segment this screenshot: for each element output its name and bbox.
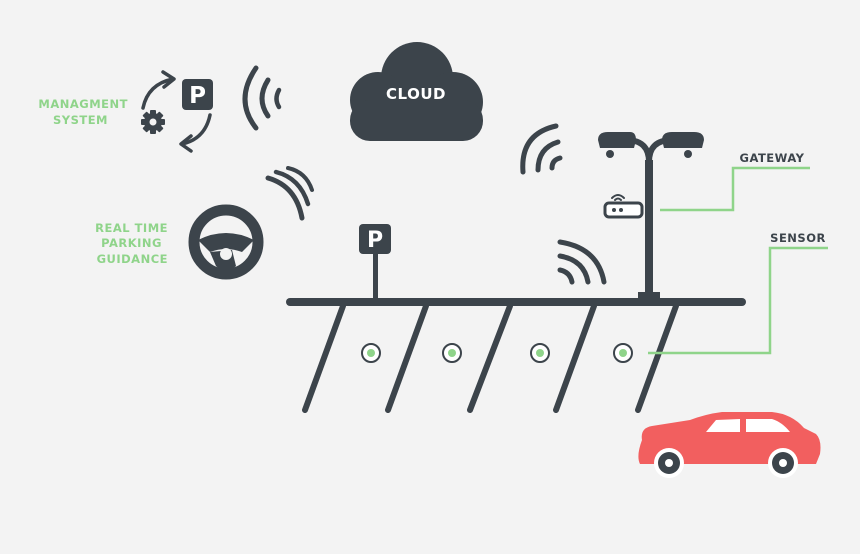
parking-sensor-icon xyxy=(442,343,462,363)
steering-wheel-icon xyxy=(188,204,264,280)
sensor-callout: SENSOR xyxy=(648,231,828,355)
wifi-signal-icon xyxy=(520,123,563,175)
guidance-label-line2: PARKING xyxy=(101,236,162,250)
gateway-callout: GATEWAY xyxy=(660,151,810,212)
parking-space-lines xyxy=(302,303,679,413)
management-system: MANAGMENT SYSTEM P xyxy=(38,65,282,153)
management-label-line2: SYSTEM xyxy=(53,113,108,127)
parking-lot xyxy=(286,298,746,413)
svg-text:P: P xyxy=(367,228,383,253)
svg-text:P: P xyxy=(189,83,206,109)
parking-guidance: REAL TIME PARKING GUIDANCE xyxy=(95,166,314,280)
parking-sensor-icon xyxy=(613,343,633,363)
sensor-label: SENSOR xyxy=(770,231,826,245)
street-lamp-icon xyxy=(598,132,704,302)
gateway-router-icon xyxy=(603,194,644,219)
cloud-icon: CLOUD xyxy=(350,42,483,141)
car-icon xyxy=(638,412,821,478)
parking-sign-icon: P xyxy=(182,79,213,110)
cycle-arrows-icon xyxy=(141,70,212,153)
gear-icon xyxy=(141,110,165,134)
wifi-signal-icon xyxy=(242,65,282,131)
parking-sensor-icon xyxy=(361,343,381,363)
parking-sign-icon xyxy=(359,224,391,254)
wifi-signal-icon xyxy=(265,166,314,221)
gateway-leader-line xyxy=(660,166,810,212)
parking-sensor-icon xyxy=(530,343,550,363)
sensor-leader-line xyxy=(648,246,828,355)
wifi-signal-icon xyxy=(557,239,607,285)
guidance-label-line3: GUIDANCE xyxy=(97,252,168,266)
guidance-label-line1: REAL TIME xyxy=(95,221,168,235)
gateway-label: GATEWAY xyxy=(740,151,805,165)
parking-sensors xyxy=(361,343,633,363)
cloud-label: CLOUD xyxy=(386,85,446,103)
management-label-line1: MANAGMENT xyxy=(38,97,128,111)
parking-signpost: P xyxy=(359,224,391,300)
